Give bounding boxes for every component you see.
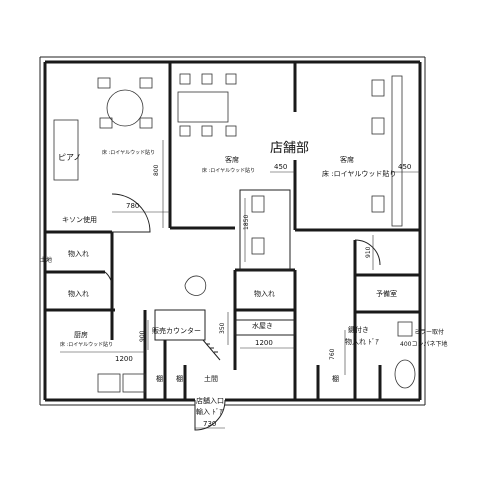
plan-title: 店舗部 [270,141,309,156]
entrance-label: 土間 [204,374,218,383]
dim-450-right: 450 [398,163,411,171]
kitchen-label: 厨房 [74,330,88,339]
storage-3-label: 物入れ [254,289,275,298]
plant-icon [184,275,207,296]
counter-bench [391,75,403,227]
seats-left-floor: 床 :ロイヤルウッド貼り [202,167,255,174]
washbasin-icon [397,321,413,337]
seats-right-floor: 床 :ロイヤルウッド貼り [322,169,396,178]
interior-walls [45,62,420,400]
piano-label: ピアノ [58,153,81,162]
chair-icon [225,73,237,85]
piano-icon [53,119,79,181]
sink-icon [122,373,146,393]
dimension-lines [60,140,420,429]
table-icon [177,91,229,123]
dim-350: 350 [219,322,226,334]
toilet-icon [394,359,416,389]
kitchen-floor: 床 :ロイヤルウッド貼り [60,341,113,348]
dim-760: 760 [329,348,336,360]
chair-icon [97,77,111,89]
door-note-label: 輸入 ﾄﾞｱ [196,407,223,416]
chair-icon [371,117,385,135]
shelf-2-label: 棚 [176,374,183,383]
outlet-label: 400コンパネ下地 [400,340,447,348]
land-label: 土地 [40,256,52,264]
chair-icon [179,125,191,137]
dim-1200-kitchen: 1200 [115,355,133,363]
room-labels: 店舗部 ピアノ 床 :ロイヤルウッド貼り 客席 床 :ロイヤルウッド貼り 客席 … [40,141,447,416]
dim-900: 900 [139,330,146,342]
smoking-label: キソン使用 [62,215,97,224]
stairs-icon [202,339,221,361]
chair-icon [251,237,265,255]
counter-label: 販売カウンター [152,326,201,335]
dim-450-left: 450 [274,163,287,171]
chair-icon [201,73,213,85]
dim-1200-sink: 1200 [255,339,273,347]
round-table [106,89,144,127]
lockable-label-1: 鍵付き [348,325,369,334]
chair-icon [225,125,237,137]
lockable-label-2: 物入れ ﾄﾞｱ [345,337,379,346]
dim-780: 780 [126,202,139,210]
shelf-1-label: 棚 [156,374,163,383]
chair-icon [139,117,153,129]
chair-icon [371,79,385,97]
chair-icon [99,117,113,129]
store-entrance-label: 店舗入口 [196,396,224,405]
seats-right-label: 客席 [340,155,354,164]
seats-left-label: 客席 [225,155,239,164]
dimension-labels: 800 780 450 450 1850 910 900 1200 1200 3… [115,163,411,428]
sink-icon [97,373,121,393]
spare-room-label: 予備室 [376,289,397,298]
piano-floor-note: 床 :ロイヤルウッド貼り [102,149,155,156]
dim-1850: 1850 [243,215,250,230]
mirror-label: ミラー取付 [414,328,444,336]
chair-icon [201,125,213,137]
storage-1-label: 物入れ [68,249,89,258]
sink-label: 水屋き [252,321,273,330]
chair-icon [139,77,153,89]
furniture [53,73,416,393]
chair-icon [251,195,265,213]
storage-2-label: 物入れ [68,289,89,298]
dim-730: 730 [203,420,216,428]
dim-800: 800 [153,164,160,176]
chair-icon [179,73,191,85]
chair-icon [371,195,385,213]
dim-910: 910 [365,246,372,258]
shelf-3-label: 棚 [332,374,339,383]
door-swings [104,193,381,431]
